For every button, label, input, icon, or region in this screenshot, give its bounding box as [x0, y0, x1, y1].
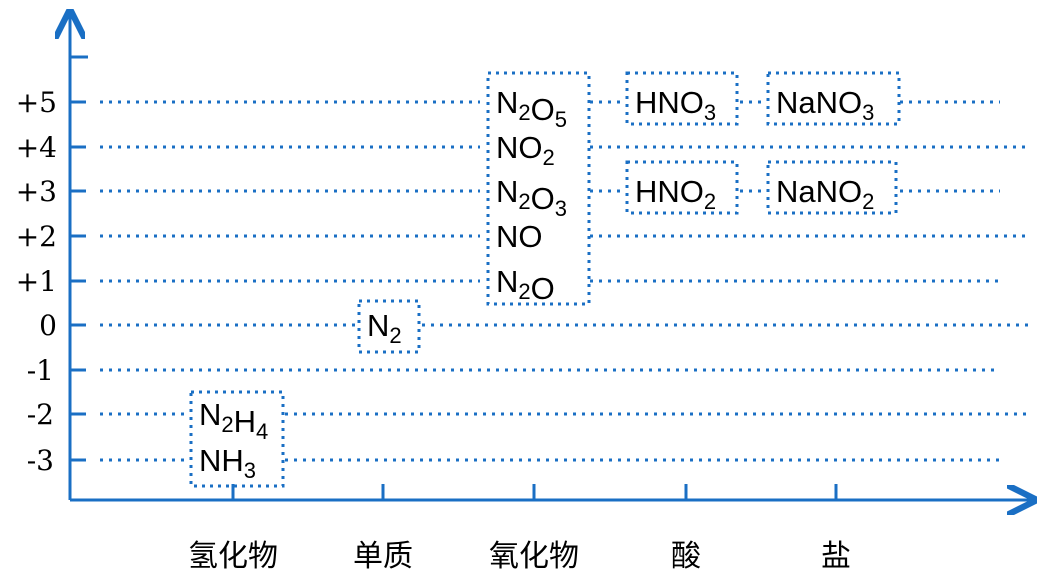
hydrides-box: [189, 390, 285, 488]
valence-label: +2: [16, 220, 57, 253]
formula-hydrides-1: NH3: [199, 443, 256, 483]
valence-label: +4: [16, 131, 57, 164]
acid-hno3-box: [625, 71, 739, 126]
category-ticks: [231, 484, 838, 500]
valence-label: +1: [16, 265, 57, 298]
category-labels: 氢化物 单质 氧化物 酸 盐: [188, 539, 851, 574]
valence-label: -3: [27, 444, 54, 477]
valence-label: +5: [16, 86, 57, 119]
acid-hno2-box: [625, 160, 739, 215]
formula-oxides-4: N2O: [496, 264, 555, 306]
formula-oxides-2: N2O3: [496, 174, 567, 221]
valence-label: +3: [16, 175, 57, 208]
formula-oxides-1: NO2: [496, 130, 555, 170]
salt-nano2-box: [766, 160, 898, 215]
formula-hydrides-0: N2H4: [199, 397, 268, 444]
formula-oxides-3: NO: [496, 219, 543, 254]
category-label: 酸: [671, 539, 701, 574]
salt-nano3-box: [766, 71, 901, 126]
category-label: 盐: [821, 539, 851, 574]
formula-salt-nano3-0: NaNO3: [776, 85, 874, 125]
formula-oxides-0: N2O5: [496, 85, 567, 132]
category-label: 氧化物: [489, 539, 579, 574]
valence-label: 0: [39, 309, 57, 342]
formula-acid-hno2-0: HNO2: [635, 174, 716, 214]
category-label: 氢化物: [188, 539, 278, 574]
formula-acid-hno3-0: HNO3: [635, 85, 716, 125]
formula-element-0: N2: [367, 308, 402, 348]
formula-salt-nano2-0: NaNO2: [776, 174, 874, 214]
valence-gridlines: [70, 100, 1030, 462]
valence-label: -1: [27, 354, 54, 387]
axes: [70, 14, 1032, 500]
group-boxes: [189, 71, 901, 488]
oxides-box: [486, 71, 591, 306]
valence-label: -2: [27, 398, 54, 431]
valence-labels: +5 +4 +3 +2 +1 0 -1 -2 -3: [16, 86, 57, 477]
category-label: 单质: [353, 539, 413, 574]
